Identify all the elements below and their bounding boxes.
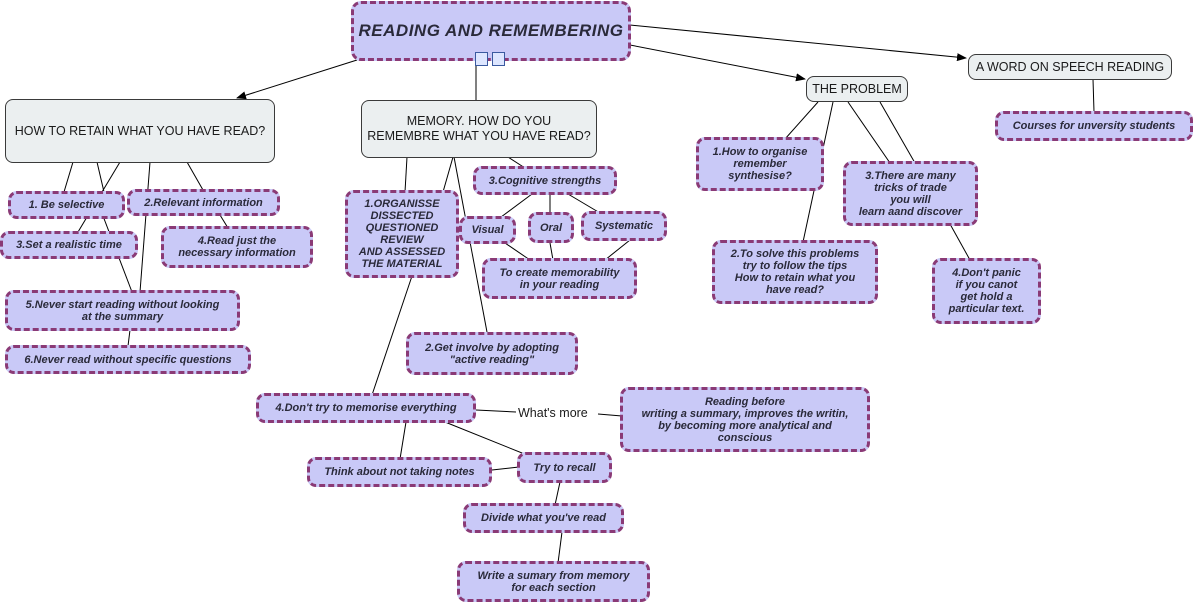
retain-item-never-start[interactable]: 5.Never start reading without looking at…: [5, 290, 240, 331]
retain-item-realistic-time[interactable]: 3.Set a realistic time: [0, 231, 138, 259]
memory-item-systematic[interactable]: Systematic: [581, 211, 667, 241]
memory-item-dont-memorise[interactable]: 4.Don't try to memorise everything: [256, 393, 476, 423]
memory-item-try-recall[interactable]: Try to recall: [517, 452, 612, 483]
retain-item-specific-questions[interactable]: 6.Never read without specific questions: [5, 345, 251, 374]
retain-item-be-selective[interactable]: 1. Be selective: [8, 191, 125, 219]
notes-icon[interactable]: [492, 52, 505, 66]
problem-item-tricks[interactable]: 3.There are many tricks of trade you wil…: [843, 161, 978, 226]
arrow-to-speech: [629, 24, 967, 62]
memory-item-cognitive[interactable]: 3.Cognitive strengths: [473, 166, 617, 195]
topic-speech-reading[interactable]: A WORD ON SPEECH READING: [968, 54, 1172, 80]
memory-item-divide[interactable]: Divide what you've read: [463, 503, 624, 533]
memory-item-oral[interactable]: Oral: [528, 212, 574, 243]
topic-the-problem[interactable]: THE PROBLEM: [806, 76, 908, 102]
problem-item-solve[interactable]: 2.To solve this problems try to follow t…: [712, 240, 878, 304]
retain-item-relevant-info[interactable]: 2.Relevant information: [127, 189, 280, 216]
arrow-to-problem: [629, 44, 806, 82]
image-icon[interactable]: [475, 52, 488, 66]
topic-how-to-retain[interactable]: HOW TO RETAIN WHAT YOU HAVE READ?: [5, 99, 275, 163]
memory-item-active-reading[interactable]: 2.Get involve by adopting "active readin…: [406, 332, 578, 375]
topic-memory[interactable]: MEMORY. HOW DO YOU REMEMBRE WHAT YOU HAV…: [361, 100, 597, 158]
problem-item-organise[interactable]: 1.How to organise remember synthesise?: [696, 137, 824, 191]
central-topic[interactable]: READING AND REMEMBERING: [351, 1, 631, 61]
memory-item-not-taking-notes[interactable]: Think about not taking notes: [307, 457, 492, 487]
memory-item-reading-before[interactable]: Reading before writing a summary, improv…: [620, 387, 870, 452]
memory-item-organise[interactable]: 1.ORGANISSE DISSECTED QUESTIONED REVIEW …: [345, 190, 459, 278]
memory-item-visual[interactable]: Visual: [459, 216, 516, 244]
memory-item-memorability[interactable]: To create memorability in your reading: [482, 258, 637, 299]
problem-item-dont-panic[interactable]: 4.Don't panic if you canot get hold a pa…: [932, 258, 1041, 324]
retain-item-necessary-info[interactable]: 4.Read just the necessary information: [161, 226, 313, 268]
speech-item-courses[interactable]: Courses for unversity students: [995, 111, 1193, 141]
whats-more-label: What's more: [516, 406, 590, 420]
arrow-to-retain: [236, 59, 358, 100]
memory-item-write-summary[interactable]: Write a sumary from memory for each sect…: [457, 561, 650, 602]
